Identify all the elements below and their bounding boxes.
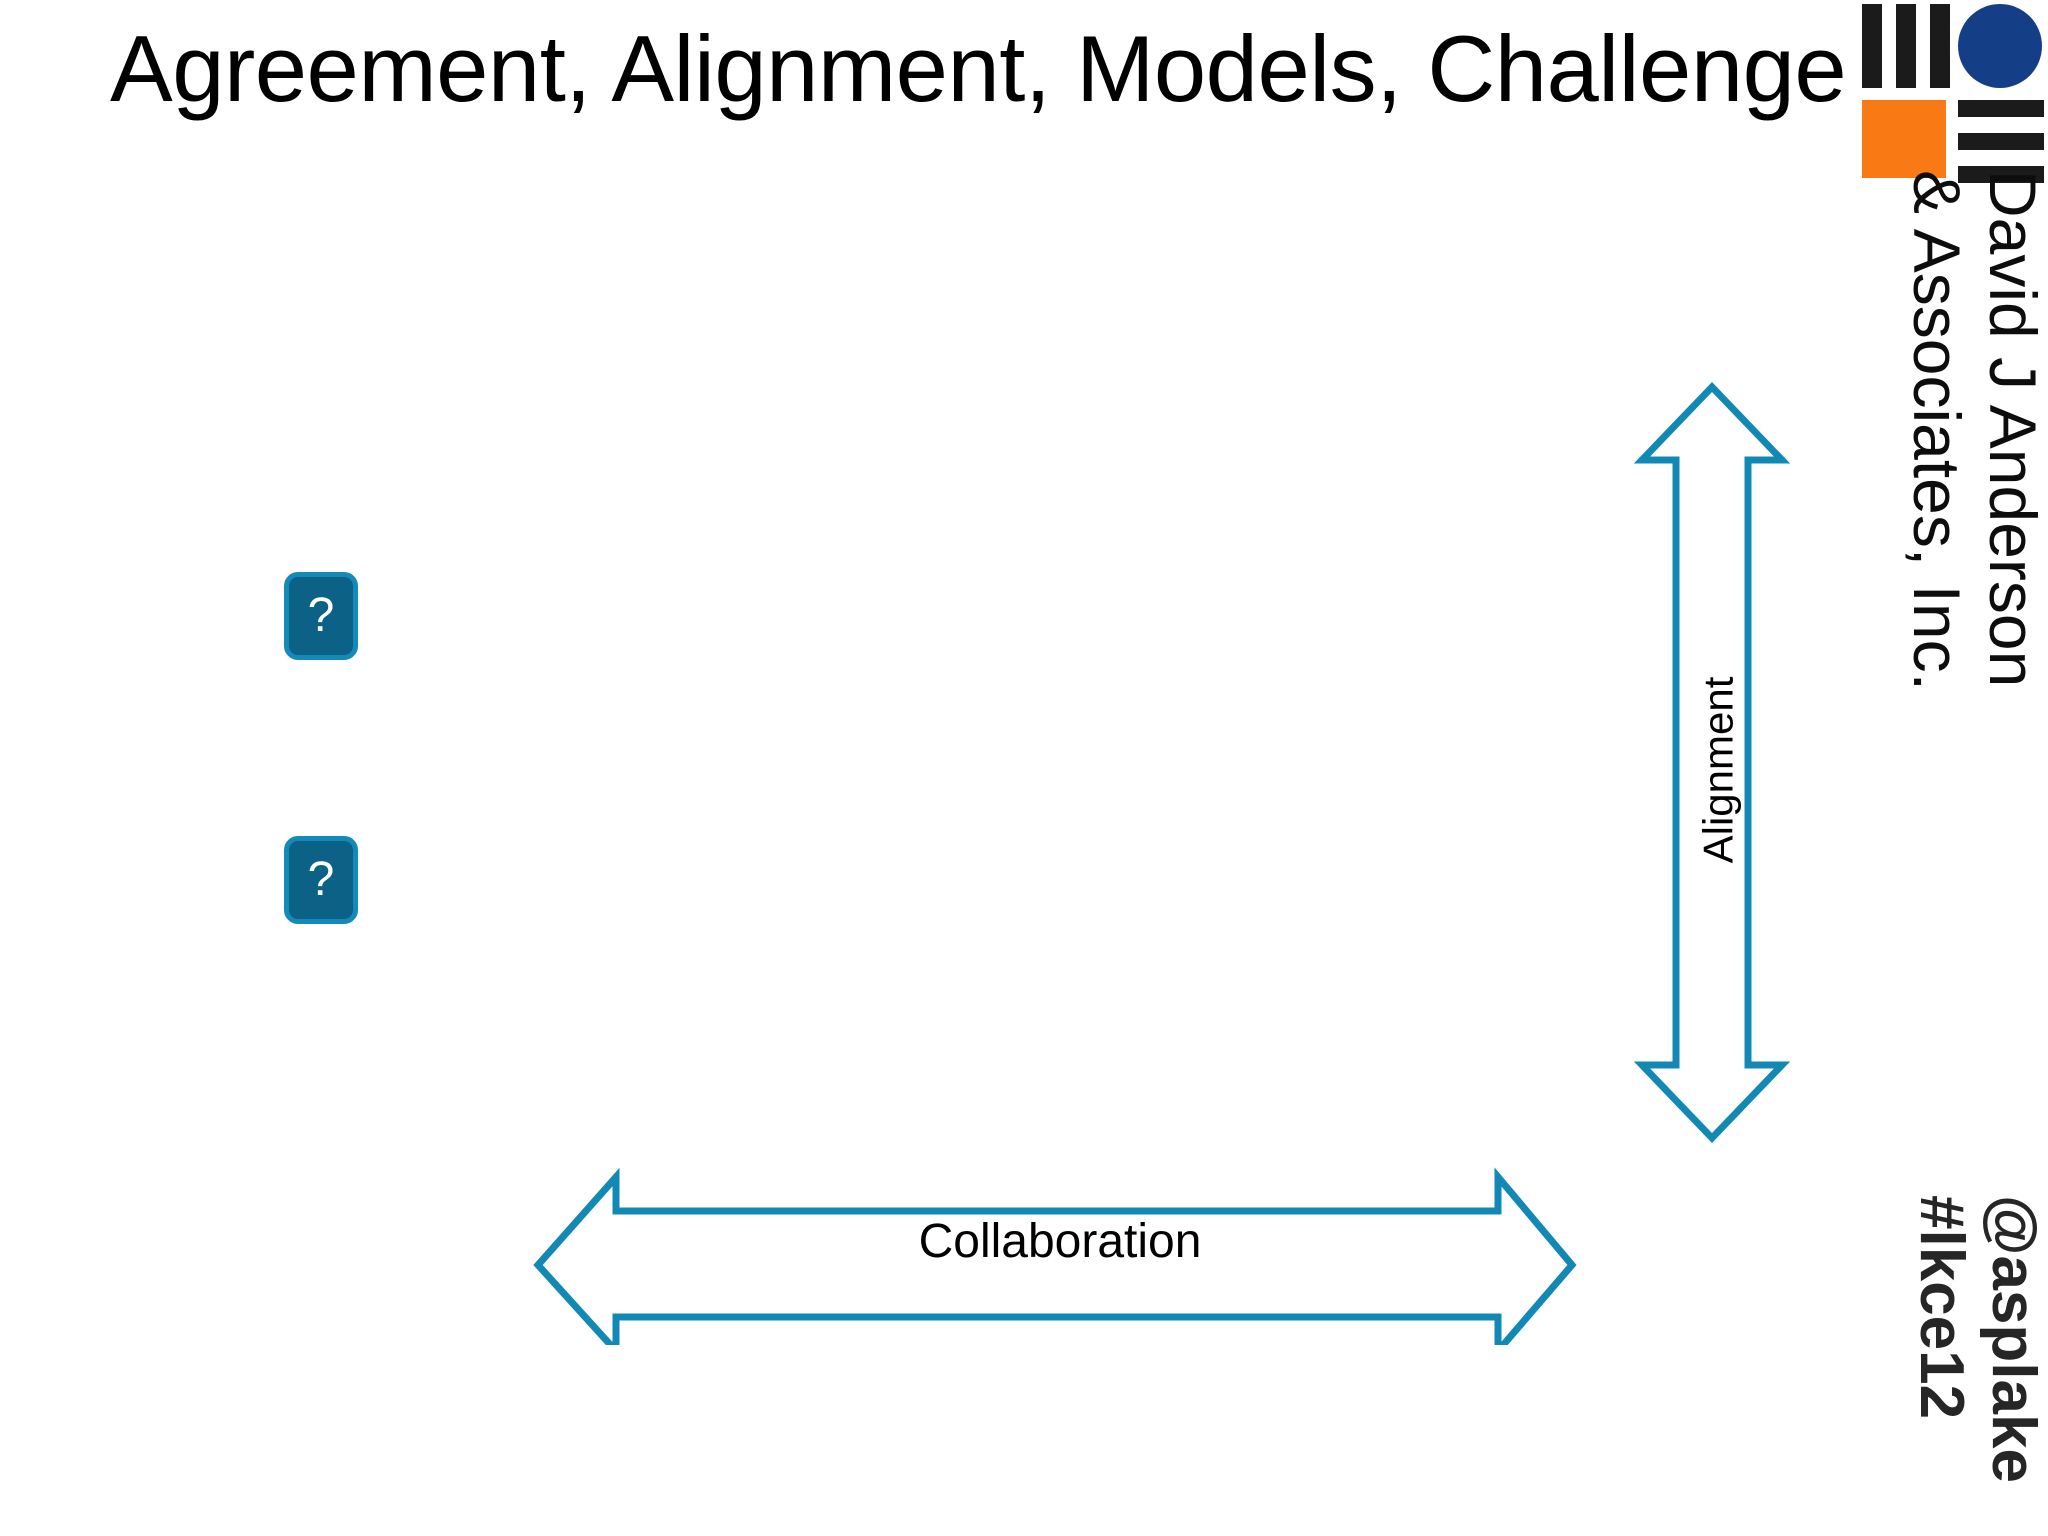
logo-horizontal-bar-icon	[1958, 133, 2044, 150]
collaboration-arrow-label: Collaboration	[918, 1215, 1202, 1268]
collaboration-arrow	[520, 1155, 1590, 1345]
logo-vertical-bar-icon	[1862, 4, 1882, 88]
page-title: Agreement, Alignment, Models, Challenge	[110, 16, 1847, 121]
question-box[interactable]: ?	[284, 836, 358, 924]
twitter-handle: @asplake	[1979, 1195, 2048, 1483]
question-box[interactable]: ?	[284, 572, 358, 660]
logo-horizontal-bar-icon	[1958, 100, 2044, 117]
logo-vertical-bar-icon	[1930, 4, 1950, 88]
alignment-arrow	[1630, 375, 1810, 1150]
filled-circle-icon	[1958, 4, 2042, 88]
brand-name-line-2: & Associates, Inc.	[1900, 170, 1974, 691]
logo-horizontal-bar-icon	[1958, 166, 2044, 183]
company-logo-mark	[1862, 2, 2048, 183]
brand-name-vertical: David J Anderson & Associates, Inc.	[1888, 170, 2048, 810]
alignment-arrow-shape	[1630, 375, 1810, 1150]
social-handles-vertical: @asplake #lkce12	[1880, 1195, 2048, 1525]
orange-square-icon	[1862, 100, 1946, 178]
alignment-arrow-label-wrapper: Alignment	[1688, 630, 1748, 910]
alignment-arrow-label: Alignment	[1694, 676, 1742, 864]
brand-name-line-1: David J Anderson	[1976, 170, 2048, 688]
logo-vertical-bar-icon	[1896, 4, 1916, 88]
collaboration-arrow-shape	[520, 1155, 1590, 1345]
event-hashtag: #lkce12	[1907, 1195, 1976, 1420]
